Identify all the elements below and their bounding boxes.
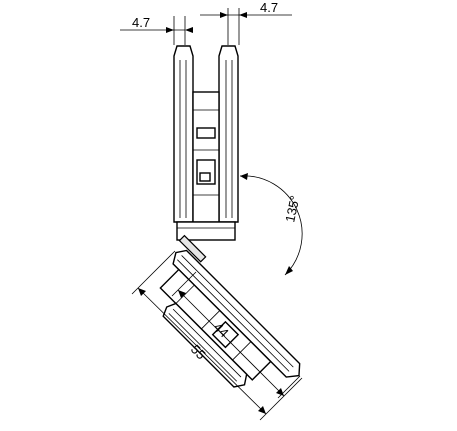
vertical-right-jaw	[218, 45, 239, 223]
top-left-dimension: 4.7	[120, 15, 193, 45]
angled-clamp	[159, 234, 301, 388]
vertical-clamp	[173, 45, 239, 241]
angle-dimension: 135°	[239, 173, 303, 276]
angle-label: 135°	[282, 194, 302, 223]
angled-inner-jaw	[162, 302, 248, 388]
top-left-dimension-label: 4.7	[132, 15, 150, 30]
top-right-dimension-label: 4.7	[260, 0, 278, 15]
angled-outer-jaw	[172, 249, 301, 378]
vertical-left-jaw	[173, 45, 194, 223]
top-right-dimension: 4.7	[200, 0, 292, 45]
